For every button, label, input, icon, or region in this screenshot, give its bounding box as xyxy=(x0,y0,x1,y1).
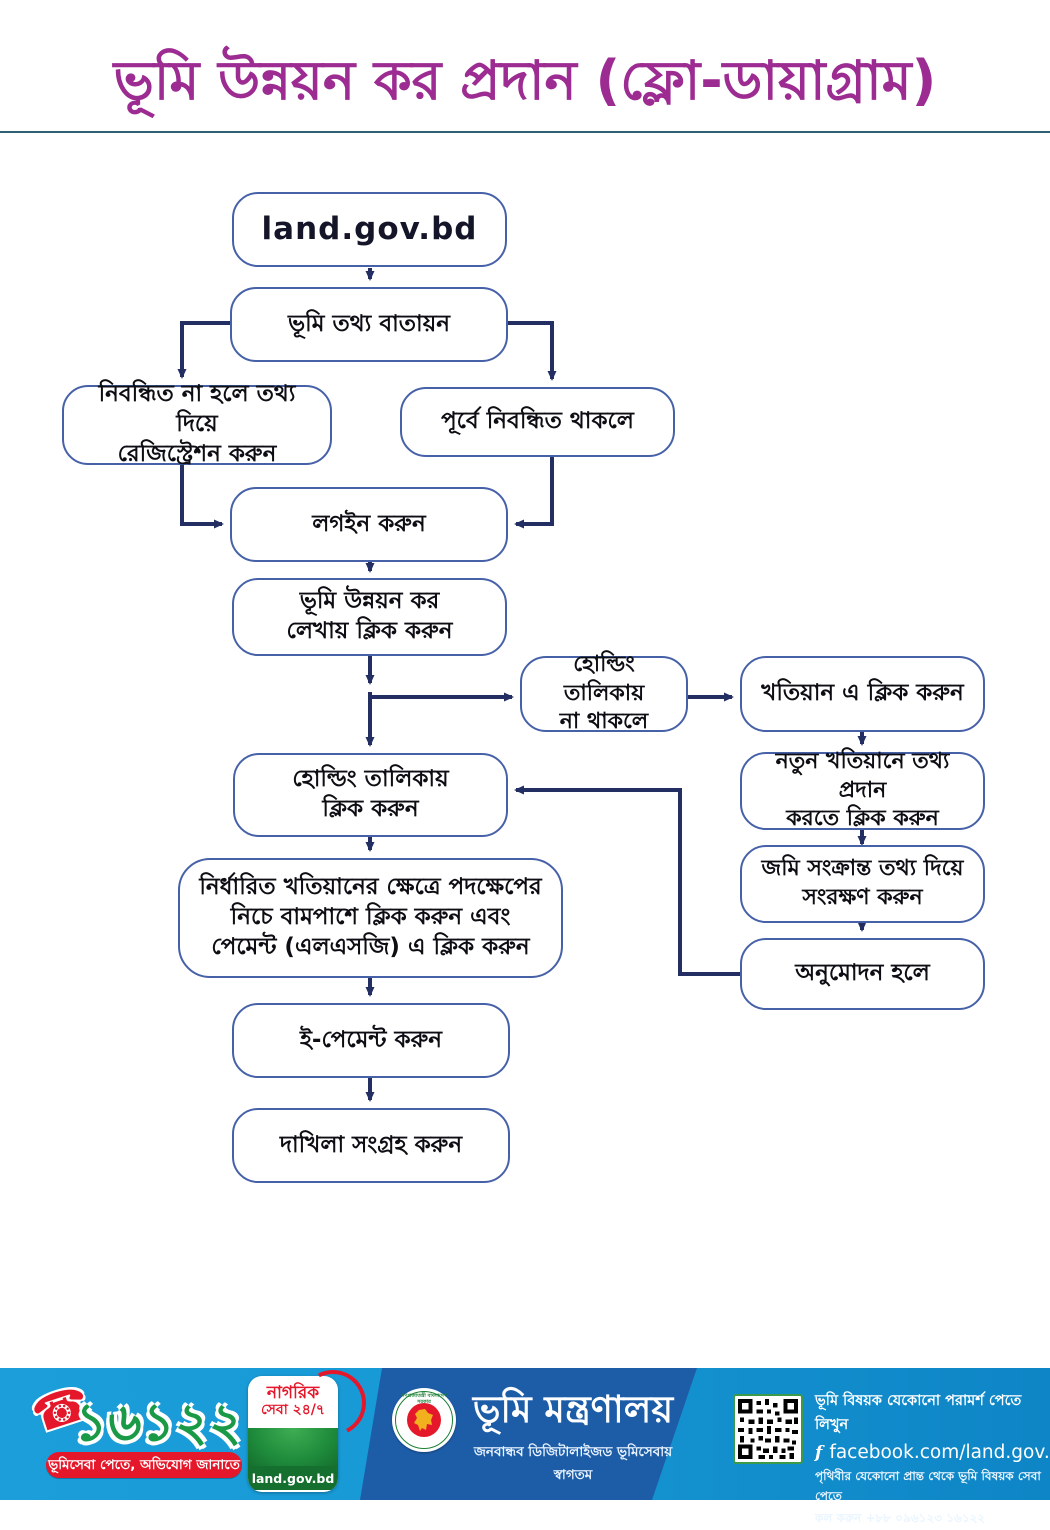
bangladesh-map-icon xyxy=(414,1409,433,1431)
contact-service-line: পৃথিবীর যেকোনো প্রান্ত থেকে ভূমি বিষয়ক … xyxy=(815,1469,1041,1503)
contact-advice-line: ভূমি বিষয়ক যেকোনো পরামর্শ পেতে লিখুন xyxy=(815,1393,1022,1433)
qr-pattern xyxy=(738,1399,798,1459)
flow-node-land-gov-bd: land.gov.bd xyxy=(232,192,507,267)
helpline-tagline: ভূমিসেবা পেতে, অভিযোগ জানাতে xyxy=(46,1452,242,1478)
contact-call-line: কল করুন +৮৮ ০৯৬১২৩ ১৬১২২ xyxy=(815,1511,986,1525)
facebook-url: facebook.com/land.gov.bd xyxy=(829,1442,1050,1463)
citizen-service-badge: নাগরিক সেবা ২৪/৭ land.gov.bd xyxy=(248,1376,338,1492)
facebook-icon: f xyxy=(815,1442,823,1463)
flow-node-e-payment: ই-পেমেন্ট করুন xyxy=(232,1003,510,1078)
flow-node-click-khatian: খতিয়ান এ ক্লিক করুন xyxy=(740,656,985,732)
flow-node-save-land-info: জমি সংক্রান্ত তথ্য দিয়ে সংরক্ষণ করুন xyxy=(740,845,985,923)
seal-ring-text: গণপ্রজাতন্ত্রী বাংলাদেশ সরকার xyxy=(401,1393,447,1405)
page-title: ভূমি উন্নয়ন কর প্রদান (ফ্লো-ডায়াগ্রাম) xyxy=(113,49,937,112)
flow-node-not-in-holding-list: হোল্ডিং তালিকায় না থাকলে xyxy=(520,652,688,734)
citizen-badge-line1: নাগরিক xyxy=(266,1383,320,1404)
seal-center xyxy=(407,1403,441,1437)
flow-node-collect-dakhila: দাখিলা সংগ্রহ করুন xyxy=(232,1108,510,1183)
ministry-tagline: জনবান্ধব ডিজিটালাইজড ভূমিসেবায় স্বাগতম xyxy=(473,1443,673,1483)
flow-node-login: লগইন করুন xyxy=(230,487,508,562)
flow-node-if-approved: অনুমোদন হলে xyxy=(740,938,985,1010)
footer-banner: ☎ ১৬১২২ ভূমিসেবা পেতে, অভিযোগ জানাতে নাগ… xyxy=(0,1361,1050,1525)
title-divider xyxy=(0,131,1050,133)
flow-node-bhumi-tathya-batayan: ভূমি তথ্য বাতায়ন xyxy=(230,287,508,362)
green-hills-graphic xyxy=(248,1428,338,1466)
seal-ring: গণপ্রজাতন্ত্রী বাংলাদেশ সরকার xyxy=(395,1391,453,1449)
ministry-name: ভূমি মন্ত্রণালয় xyxy=(472,1388,674,1431)
contact-block: ভূমি বিষয়ক যেকোনো পরামর্শ পেতে লিখুন f … xyxy=(815,1390,1050,1530)
flow-node-selected-khatian-payment-lsg: নির্ধারিত খতিয়ানের ক্ষেত্রে পদক্ষেপের ন… xyxy=(178,858,563,978)
flow-node-register-if-not-registered: নিবন্ধিত না হলে তথ্য দিয়ে রেজিস্ট্রেশন … xyxy=(62,381,332,467)
citizen-badge-site: land.gov.bd xyxy=(248,1466,338,1490)
ministry-block: ভূমি মন্ত্রণালয় জনবান্ধব ডিজিটালাইজড ভূ… xyxy=(468,1388,678,1487)
flow-node-click-holding-list: হোল্ডিং তালিকায় ক্লিক করুন xyxy=(233,753,508,837)
flow-node-previously-registered: পূর্বে নিবন্ধিত থাকলে xyxy=(400,387,675,457)
qr-code xyxy=(733,1394,803,1464)
flow-node-click-new-khatian-info: নতুন খতিয়ানে তথ্য প্রদান করতে ক্লিক করু… xyxy=(740,749,985,831)
helpline-16122-logo: ☎ ১৬১২২ ভূমিসেবা পেতে, অভিযোগ জানাতে xyxy=(25,1374,246,1490)
citizen-badge-line2: সেবা ২৪/৭ xyxy=(260,1402,326,1419)
government-seal: গণপ্রজাতন্ত্রী বাংলাদেশ সরকার xyxy=(392,1388,456,1452)
flow-node-click-land-development-tax: ভূমি উন্নয়ন কর লেখায় ক্লিক করুন xyxy=(232,578,507,656)
